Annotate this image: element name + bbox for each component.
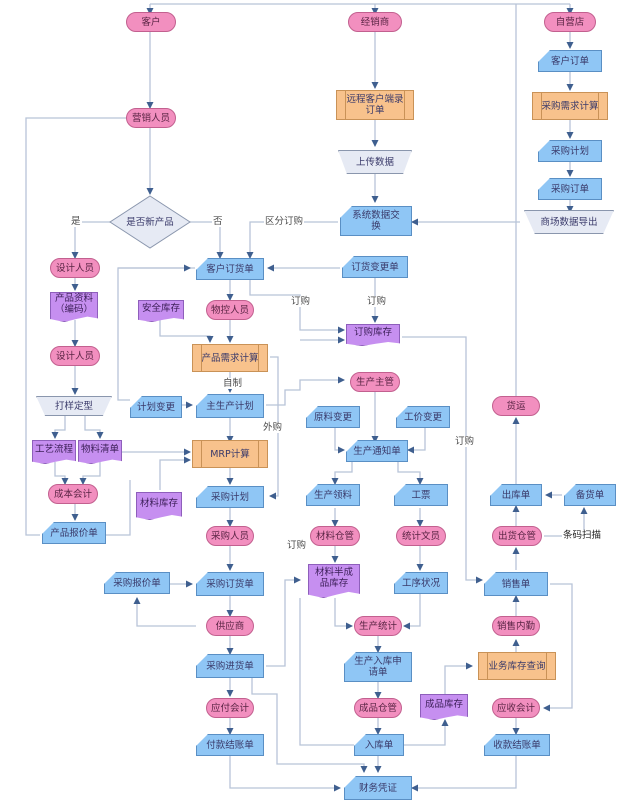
node-customer[interactable]: 客户: [126, 12, 176, 32]
node-supplier[interactable]: 供应商: [206, 616, 254, 636]
node-financial-voucher[interactable]: 财务凭证: [344, 776, 412, 800]
connector-order-to-stock: [249, 280, 345, 334]
node-store-customer-order[interactable]: 客户订单: [538, 50, 602, 72]
node-safety-stock[interactable]: 安全库存: [138, 300, 184, 322]
node-payment-settlement[interactable]: 付款结账单: [196, 734, 264, 756]
node-collection-settlement[interactable]: 收款结账单: [484, 734, 550, 756]
connector-sample-flow: [51, 414, 66, 439]
connector-notice-production-material: [331, 462, 353, 485]
connector-receipt-semi: [266, 576, 301, 667]
connector-quote-right: [106, 480, 131, 536]
node-purchase-quote[interactable]: 采购报价单: [104, 572, 170, 594]
node-sales-order[interactable]: 销售单: [484, 572, 548, 596]
node-finished-warehouse[interactable]: 成品仓管: [354, 698, 402, 718]
node-purchase-plan[interactable]: 采购计划: [196, 486, 264, 508]
connector-settlement-voucher: [229, 756, 341, 792]
node-upload-data[interactable]: 上传数据: [338, 150, 412, 174]
connector-material-change-notice: [334, 428, 345, 454]
node-purchase-demand-calc[interactable]: 采购需求计算: [532, 92, 608, 120]
node-business-stock-query[interactable]: 业务库存查询: [478, 652, 556, 680]
node-is-new-product[interactable]: 是否新产品: [126, 216, 174, 228]
label-outsourced: 外购: [262, 422, 284, 433]
label-order-2: 订购: [366, 296, 388, 307]
node-production-stats[interactable]: 生产统计: [354, 616, 402, 636]
connector-receipt-voucher: [251, 678, 368, 773]
label-order-4: 订购: [286, 540, 308, 551]
node-material-warehouse[interactable]: 材料仓管: [310, 526, 360, 546]
node-purchase-order-form[interactable]: 采购订货单: [196, 572, 264, 596]
node-designer-2[interactable]: 设计人员: [50, 346, 100, 366]
node-store-purchase-order[interactable]: 采购订单: [538, 178, 602, 200]
label-self-made: 自制: [222, 378, 244, 389]
node-master-production-plan[interactable]: 主生产计划: [196, 394, 264, 418]
label-order-1: 订购: [290, 296, 312, 307]
label-split-order: 区分订购: [264, 216, 305, 227]
connector-collection-voucher: [411, 756, 517, 792]
node-buyer[interactable]: 采购人员: [206, 526, 254, 546]
node-shipping[interactable]: 货运: [492, 396, 540, 416]
label-barcode-scan: 条码扫描: [562, 530, 603, 541]
node-finished-stock[interactable]: 成品库存: [420, 694, 468, 720]
node-production-supervisor[interactable]: 生产主管: [350, 372, 400, 392]
node-remote-order-entry[interactable]: 远程客户端录 订单: [336, 90, 414, 120]
node-sample-finalize[interactable]: 打样定型: [36, 396, 112, 416]
node-own-store[interactable]: 自营店: [544, 12, 596, 32]
node-shipping-warehouse[interactable]: 出货仓管: [492, 526, 542, 546]
node-payable-accounting[interactable]: 应付会计: [206, 698, 254, 718]
node-mall-data-export[interactable]: 商场数据导出: [524, 210, 614, 234]
connector-safety-demand: [159, 318, 214, 343]
node-distributor[interactable]: 经销商: [348, 12, 402, 32]
node-stock-prep-form[interactable]: 备货单: [564, 484, 616, 506]
node-stats-clerk[interactable]: 统计文员: [396, 526, 446, 546]
connector-flow-cost: [54, 462, 69, 485]
label-yes: 是: [70, 216, 82, 227]
node-product-quote[interactable]: 产品报价单: [42, 522, 106, 544]
label-order-3: 订购: [454, 436, 476, 447]
connector-status-stats: [403, 594, 421, 630]
node-process-status[interactable]: 工序状况: [394, 572, 448, 594]
node-purchase-receipt[interactable]: 采购进货单: [196, 654, 264, 678]
node-order-change-form[interactable]: 订货变更单: [342, 256, 408, 278]
node-store-purchase-plan[interactable]: 采购计划: [538, 140, 602, 162]
node-customer-order-form[interactable]: 客户订货单: [196, 258, 264, 280]
node-cost-accounting[interactable]: 成本会计: [48, 484, 98, 504]
connector-exchange-order: [246, 221, 338, 259]
connector-material-stock-mrp: [159, 456, 191, 490]
decision-diamond-shape: [109, 195, 191, 249]
node-designer-1[interactable]: 设计人员: [50, 258, 100, 278]
connector-sales-receivable: [543, 583, 573, 712]
connector-semi-stats: [334, 598, 353, 630]
node-warehouse-entry-request[interactable]: 生产入库申 请单: [344, 652, 412, 682]
connector-decision-yes: [71, 221, 110, 259]
connector-entry-stock: [402, 719, 449, 746]
connector-quote-sales-loop: [25, 114, 141, 536]
connector-master-supervisor: [266, 376, 345, 406]
connector-finished-query: [444, 662, 473, 694]
connector-supplier-quote: [133, 597, 196, 627]
node-receivable-accounting[interactable]: 应收会计: [492, 698, 540, 718]
node-material-controller[interactable]: 物控人员: [206, 300, 254, 320]
connector-notice-work-ticket: [397, 462, 424, 485]
node-sales-staff[interactable]: 营销人员: [126, 108, 176, 128]
label-no: 否: [212, 216, 224, 227]
connector-order-to-entry: [299, 598, 354, 746]
connector-decision-no: [190, 221, 224, 259]
node-production-notice[interactable]: 生产通知单: [346, 440, 408, 462]
connector-stock-to-sales: [402, 336, 483, 584]
node-mrp-calc[interactable]: MRP计算: [192, 440, 268, 468]
node-bill-of-materials[interactable]: 物料清单: [78, 440, 122, 464]
connector-feedback-left: [117, 267, 195, 401]
connector-bom-cost: [79, 462, 101, 485]
node-product-demand-calc[interactable]: 产品需求计算: [192, 344, 268, 372]
connector-sample-bom: [84, 414, 104, 439]
node-material-stock[interactable]: 材料库存: [136, 492, 182, 520]
connector-labor-change-notice: [407, 428, 426, 454]
node-system-data-exchange[interactable]: 系统数据交 换: [340, 206, 412, 236]
node-sales-clerk[interactable]: 销售内勤: [492, 616, 540, 636]
